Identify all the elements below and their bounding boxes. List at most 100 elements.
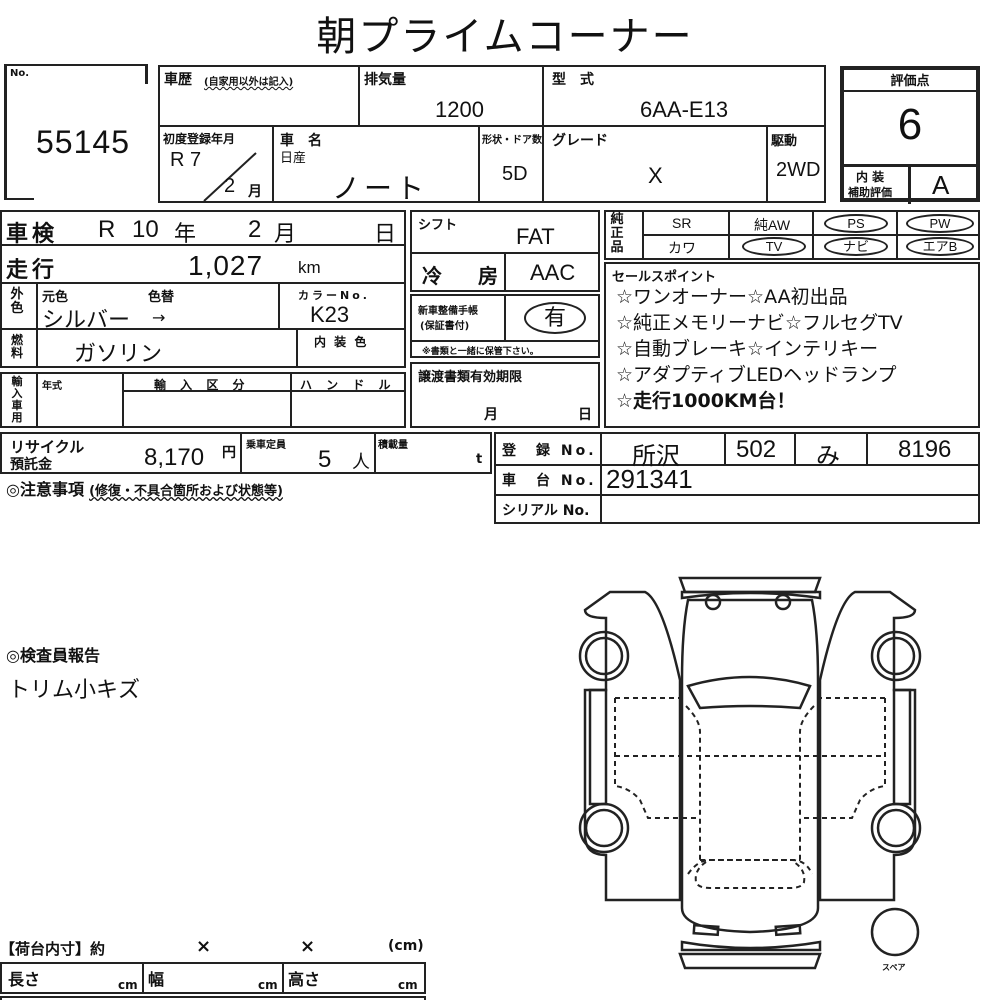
- import-side-label: 輸入車用: [11, 375, 23, 424]
- inspection-year: 10: [132, 216, 159, 243]
- transfer-docs-cell: 譲渡書類有効期限 月 日: [410, 362, 600, 428]
- sales-point-item: ☆自動ブレーキ☆インテリキー: [616, 338, 879, 360]
- equipment-leather: カワ: [668, 241, 696, 257]
- fuel-value: ガソリン: [74, 342, 163, 367]
- sales-point-item: ☆走行1000KM台！: [616, 390, 796, 412]
- inspection-row: 車検 R 10 年 2 月 日: [0, 210, 406, 247]
- history-label: 車歴: [164, 72, 192, 88]
- registration-block: 登 録 No. 所沢 502 み 8196 車 台 No. 291341 シリア…: [494, 432, 980, 524]
- cargo-unit: (cm): [388, 938, 424, 954]
- ac-value: AAC: [530, 260, 576, 285]
- notes-label: ◎注意事項: [6, 480, 84, 499]
- first-registration-month: 2: [224, 175, 236, 197]
- inspection-day-unit: 日: [374, 222, 397, 247]
- inspector-report-label: ◎検査員報告: [6, 646, 100, 665]
- first-registration-cell: 初度登録年月 R 7 2 月: [158, 125, 274, 203]
- cargo-times-1: ×: [196, 936, 212, 957]
- lot-number-box: No. 55145: [4, 64, 150, 200]
- capacity-unit: 人: [352, 452, 370, 473]
- maintenance-book-value: 有: [524, 302, 586, 334]
- drive-label: 駆動: [771, 134, 798, 149]
- changed-color-label: 色替: [148, 290, 175, 305]
- cargo-label: 【荷台内寸】約: [0, 940, 106, 958]
- capacity-value: 5: [318, 446, 332, 473]
- registration-kana: み: [816, 442, 840, 470]
- registration-number: 8196: [898, 436, 952, 463]
- shift-value: FAT: [516, 224, 555, 249]
- chassis-label: 車 台 No.: [502, 473, 597, 489]
- fuel-row: 燃料 ガソリン 内 装 色: [0, 328, 406, 368]
- model-code-cell: 型 式 6AA-E13: [542, 65, 826, 127]
- registration-label: 登 録 No.: [502, 443, 597, 459]
- equipment-grid: 純正品 SR 純AW PS PW カワ TV ナビ エアB: [604, 210, 980, 260]
- first-registration-label: 初度登録年月: [163, 132, 236, 146]
- load-unit: t: [476, 452, 483, 467]
- mileage-unit: km: [298, 258, 321, 277]
- recycle-sub-label: 預託金: [10, 457, 52, 473]
- model-code-label: 型 式: [552, 72, 594, 88]
- notes-heading: ◎注意事項 (修復・不具合箇所および状態等): [6, 476, 283, 500]
- color-no-value: K23: [310, 302, 350, 327]
- body-doors-value: 5D: [502, 163, 528, 185]
- interior-sub-label: 補助評価: [848, 186, 892, 199]
- cargo-length-unit: cm: [118, 978, 138, 992]
- maintenance-book-note: ※書類と一緒に保管下さい。: [422, 347, 539, 357]
- inspection-era: R: [98, 216, 116, 243]
- import-row: 輸入車用 年式 輸 入 区 分 ハ ン ド ル: [0, 372, 406, 428]
- history-note: (自家用以外は記入): [204, 77, 294, 88]
- spare-tire-label: スペア: [882, 963, 906, 972]
- shift-cell: シフト FAT: [410, 210, 600, 254]
- car-damage-diagram: [578, 576, 922, 970]
- sales-point-item: ☆アダプティブLEDヘッドランプ: [616, 364, 897, 386]
- capacity-label: 乗車定員: [246, 440, 286, 451]
- grade-value: X: [648, 163, 663, 188]
- transfer-docs-day-unit: 日: [578, 407, 592, 423]
- inspection-label: 車検: [6, 222, 59, 247]
- slash-divider: [203, 152, 257, 202]
- lot-number: 55145: [36, 124, 130, 160]
- grade-cell: グレード X: [542, 125, 768, 203]
- sales-point-item: ☆純正メモリーナビ☆フルセグTV: [616, 312, 903, 334]
- cargo-times-2: ×: [300, 936, 316, 957]
- page-title: 朝プライムコーナー: [0, 4, 1000, 62]
- displacement-value: 1200: [435, 97, 484, 122]
- sales-point-item: ☆ワンオーナー☆AA初出品: [616, 286, 848, 308]
- import-year-label: 年式: [42, 381, 62, 392]
- maintenance-book-label: 新車整備手帳: [418, 306, 478, 317]
- import-category-label: 輸 入 区 分: [154, 378, 250, 392]
- displacement-cell: 排気量 1200: [358, 65, 544, 127]
- drive-cell: 駆動 2WD: [766, 125, 826, 203]
- grade-label: グレード: [552, 133, 608, 149]
- car-name-cell: 車 名 日産 ノート: [272, 125, 480, 205]
- exterior-color-row: 外色 元色 色替 シルバー → カラーNo. K23: [0, 282, 406, 333]
- model-code-value: 6AA-E13: [640, 97, 729, 122]
- sales-points-box: セールスポイント ☆ワンオーナー☆AA初出品 ☆純正メモリーナビ☆フルセグTV …: [604, 262, 980, 428]
- cargo-dimensions-row: 長さ cm 幅 cm 高さ cm: [0, 962, 426, 994]
- registration-region: 所沢: [632, 442, 680, 470]
- interior-label: 内 装: [856, 170, 885, 184]
- first-registration-month-unit: 月: [248, 184, 262, 200]
- interior-score-value: A: [932, 170, 950, 200]
- transfer-docs-month-unit: 月: [484, 407, 498, 423]
- displacement-label: 排気量: [364, 72, 406, 88]
- equipment-airbag-circled: エアB: [906, 237, 974, 256]
- transfer-docs-label: 譲渡書類有効期限: [418, 370, 523, 385]
- interior-color-label: 内 装 色: [314, 335, 369, 349]
- maintenance-book-sub-label: (保証書付): [420, 321, 470, 332]
- cargo-width-label: 幅: [148, 970, 165, 989]
- shift-label: シフト: [418, 218, 458, 233]
- score-value: 6: [897, 100, 923, 149]
- car-name-value: ノート: [332, 172, 429, 205]
- recycle-value: 8,170: [144, 444, 205, 471]
- load-label: 積載量: [378, 440, 408, 451]
- handle-label: ハ ン ド ル: [300, 378, 396, 392]
- color-arrow-icon: →: [152, 308, 166, 327]
- lot-label: No.: [10, 68, 30, 79]
- ac-cell: 冷 房 AAC: [410, 252, 600, 292]
- body-doors-cell: 形状・ドア数 5D: [478, 125, 544, 203]
- drive-value: 2WD: [776, 159, 821, 181]
- sales-points-list: ☆ワンオーナー☆AA初出品 ☆純正メモリーナビ☆フルセグTV ☆自動ブレーキ☆イ…: [616, 284, 903, 414]
- history-cell: 車歴 (自家用以外は記入): [158, 65, 360, 127]
- fuel-side-label: 燃料: [10, 333, 23, 360]
- inspection-year-unit: 年: [174, 222, 197, 247]
